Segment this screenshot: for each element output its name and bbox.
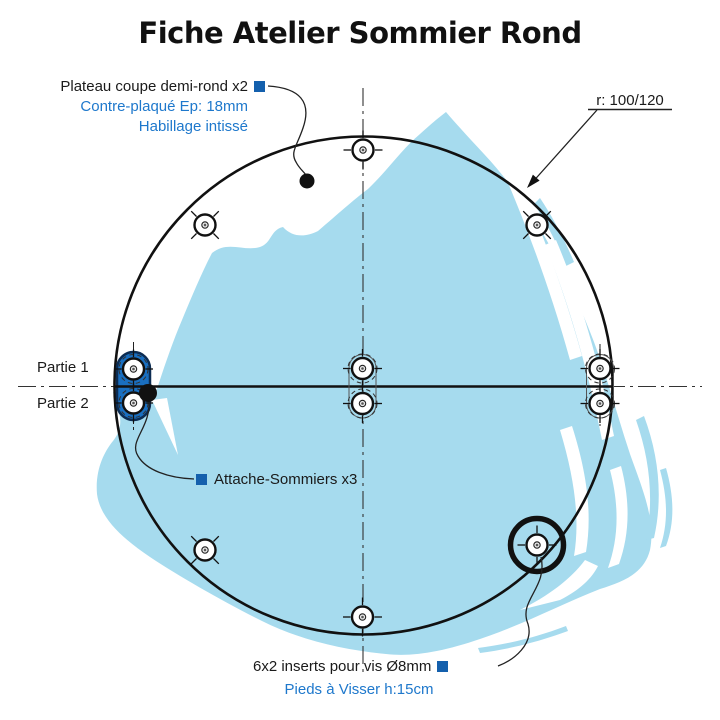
insert-symbol (343, 597, 382, 637)
feet-label: Pieds à Visser h:15cm (284, 681, 434, 698)
plateau-covering-label: Habillage intissé (138, 118, 248, 135)
inserts-layer (114, 130, 620, 637)
fabric-splash-streak (636, 416, 659, 540)
white-streak (560, 426, 589, 556)
inserts-leader (497, 556, 543, 667)
fabric-splash-main (96, 112, 652, 655)
white-streak (520, 560, 598, 610)
white-streak (545, 240, 614, 440)
highlight-ring (507, 515, 567, 575)
attache-leader (135, 396, 195, 480)
attache-marker-icon (196, 474, 207, 485)
fabric-splash-streak (478, 626, 568, 653)
plateau-leader (267, 85, 308, 178)
fabric-splash (96, 112, 673, 655)
highlighted-insert-symbol (507, 515, 567, 575)
plateau-marker-icon (254, 81, 265, 92)
fabric-splash-streak (660, 468, 673, 548)
inserts-marker-icon (437, 661, 449, 672)
attache-annotation: Attache-Sommiers x3 (196, 470, 357, 490)
page-title: Fiche Atelier Sommier Rond (138, 16, 582, 50)
fabric-splash-streak (492, 580, 606, 620)
radius-leader (529, 109, 598, 186)
inserts-annotation: 6x2 inserts pour vis Ø8mm (253, 657, 449, 677)
insert-symbol (114, 349, 153, 389)
insert-symbol (580, 349, 620, 388)
plateau-label: Plateau coupe demi-rond x2 (60, 78, 248, 95)
plateau-annotation: Plateau coupe demi-rond x2 Contre-plaqué… (34, 77, 265, 137)
insert-symbol (522, 210, 552, 240)
leader-lines (135, 85, 672, 667)
insert-symbol (190, 535, 220, 565)
insert-symbol (343, 130, 383, 170)
insert-symbol (580, 384, 620, 423)
insert-symbol (114, 383, 153, 423)
partie2-label: Partie 2 (37, 395, 89, 412)
attache-leader-dot (139, 384, 157, 402)
insert-symbol (190, 210, 220, 240)
radius-arrowhead-icon (527, 174, 540, 188)
white-streak (608, 466, 628, 568)
partie1-label: Partie 1 (37, 359, 89, 376)
white-notch (152, 398, 178, 455)
plateau-leader-dot (299, 173, 315, 189)
attache-label: Attache-Sommiers x3 (214, 471, 358, 488)
white-streak (500, 158, 582, 360)
plateau-material-label: Contre-plaqué Ep: 18mm (80, 98, 248, 115)
radius-label: r: 100/120 (596, 92, 664, 109)
insert-symbol (343, 384, 382, 423)
inserts-label: 6x2 inserts pour vis Ø8mm (253, 658, 432, 675)
